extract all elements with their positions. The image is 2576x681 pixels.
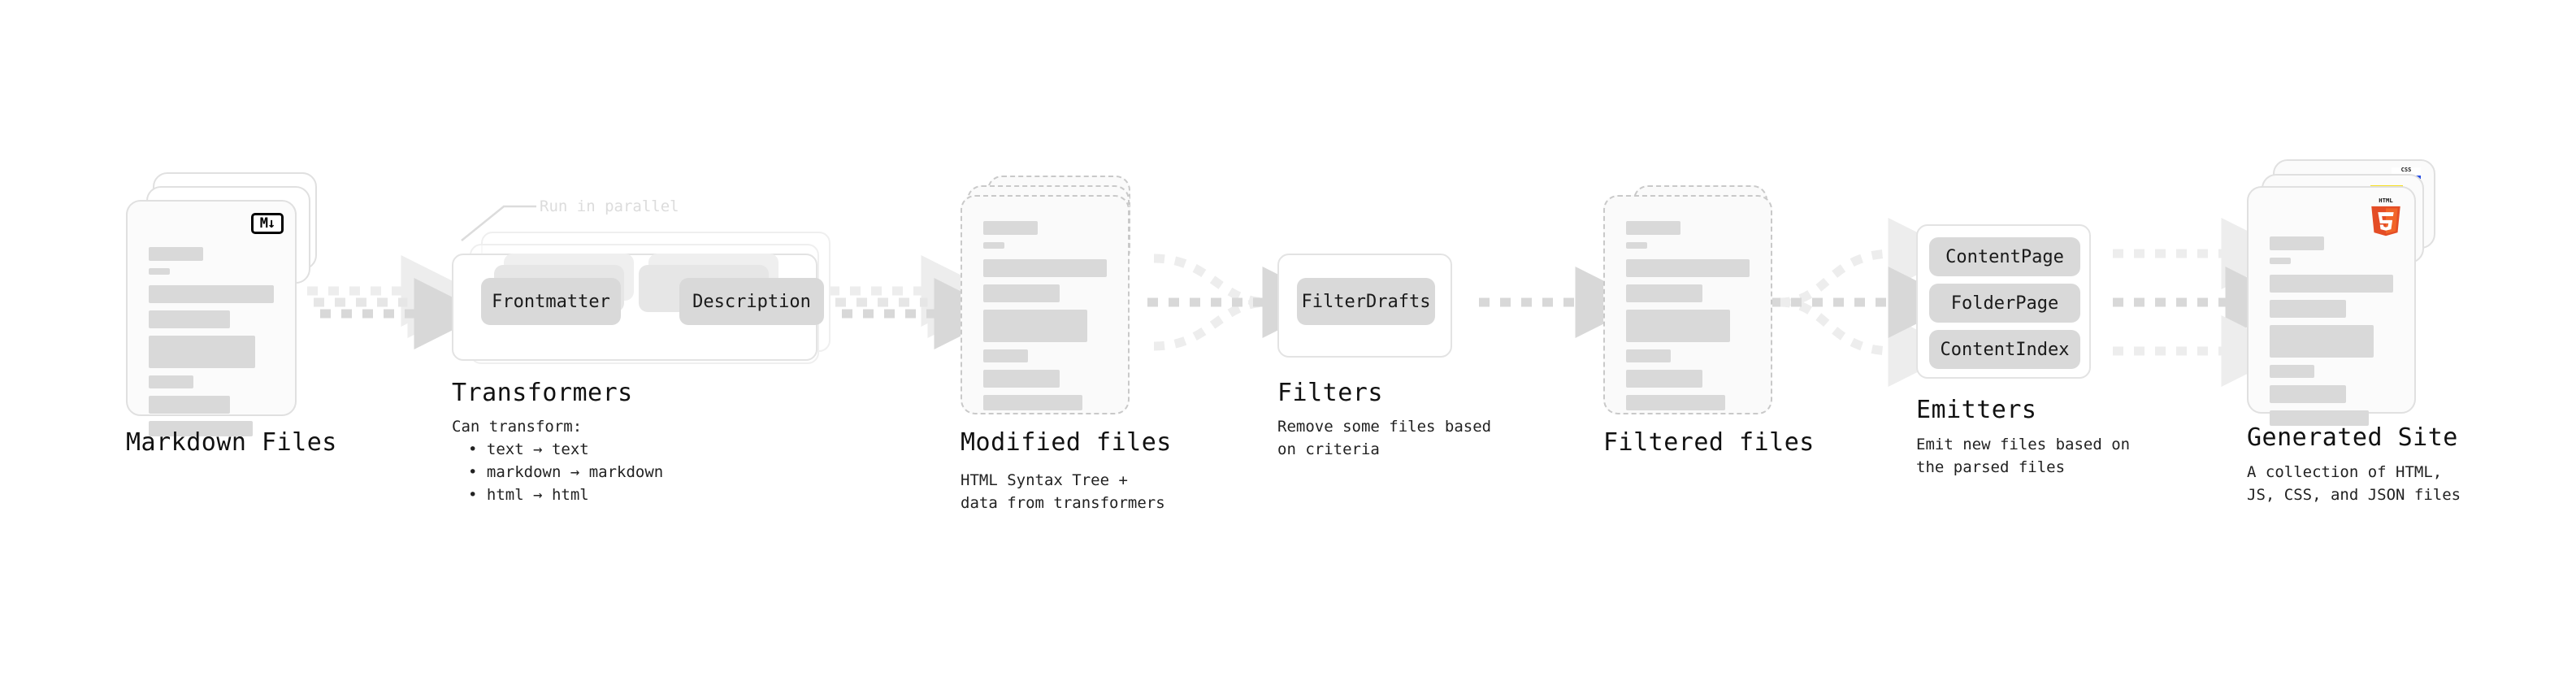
run-in-parallel-hint: Run in parallel xyxy=(540,197,679,215)
arrow-transformers-to-modified xyxy=(829,255,1006,349)
markdown-badge: M↓ xyxy=(251,213,284,234)
arrow-modified-to-filters xyxy=(1147,254,1334,351)
filters-subtitle: Remove some files based on criteria xyxy=(1277,418,1492,458)
emitters-box: ContentPage FolderPage ContentIndex xyxy=(1916,224,2091,379)
filter-chip-filterdrafts[interactable]: FilterDrafts xyxy=(1297,278,1435,325)
modified-doc-lines xyxy=(983,221,1107,410)
html5-icon: HTML xyxy=(2369,196,2403,236)
emitters-subtitle: Emit new files based on the parsed files xyxy=(1916,436,2131,476)
filters-box: FilterDrafts xyxy=(1277,254,1452,358)
transformers-box-front: Frontmatter Description xyxy=(452,254,824,361)
filters-title: Filters xyxy=(1277,379,1383,407)
emitter-chip-contentindex[interactable]: ContentIndex xyxy=(1929,330,2080,369)
transformers-bullet-1: • markdown → markdown xyxy=(468,463,664,481)
generated-doc-lines xyxy=(2270,236,2393,426)
generated-doc-front: HTML xyxy=(2247,186,2416,426)
filtered-doc-front xyxy=(1603,195,1772,414)
transformers-subtitle: Can transform: xyxy=(452,418,583,436)
modified-doc-front xyxy=(961,195,1130,414)
arrow-markdown-to-transformers xyxy=(307,255,486,349)
transformers-title: Transformers xyxy=(452,379,633,407)
markdown-doc-front: M↓ xyxy=(126,200,297,436)
generated-site-title: Generated Site xyxy=(2247,423,2458,452)
transformers-bullet-2: • html → html xyxy=(468,486,589,504)
filtered-files-title: Filtered files xyxy=(1603,428,1815,457)
modified-files-title: Modified files xyxy=(961,428,1172,457)
markdown-doc-lines xyxy=(149,247,274,436)
emitter-chip-contentpage[interactable]: ContentPage xyxy=(1929,237,2080,276)
filtered-doc-lines xyxy=(1626,221,1750,410)
transformer-chip-description[interactable]: Description xyxy=(679,278,824,325)
markdown-files-title: Markdown Files xyxy=(126,428,337,457)
generated-site-subtitle: A collection of HTML, JS, CSS, and JSON … xyxy=(2247,463,2461,504)
transformers-bullet-0: • text → text xyxy=(468,440,589,458)
arrow-emitters-to-site xyxy=(2113,218,2297,387)
emitter-chip-folderpage[interactable]: FolderPage xyxy=(1929,284,2080,323)
transformer-chip-frontmatter[interactable]: Frontmatter xyxy=(481,278,621,325)
emitters-title: Emitters xyxy=(1916,396,2037,424)
arrow-filtered-to-emitters xyxy=(1770,218,1960,387)
modified-files-subtitle: HTML Syntax Tree + data from transformer… xyxy=(961,471,1165,512)
svg-text:HTML: HTML xyxy=(2379,197,2393,204)
